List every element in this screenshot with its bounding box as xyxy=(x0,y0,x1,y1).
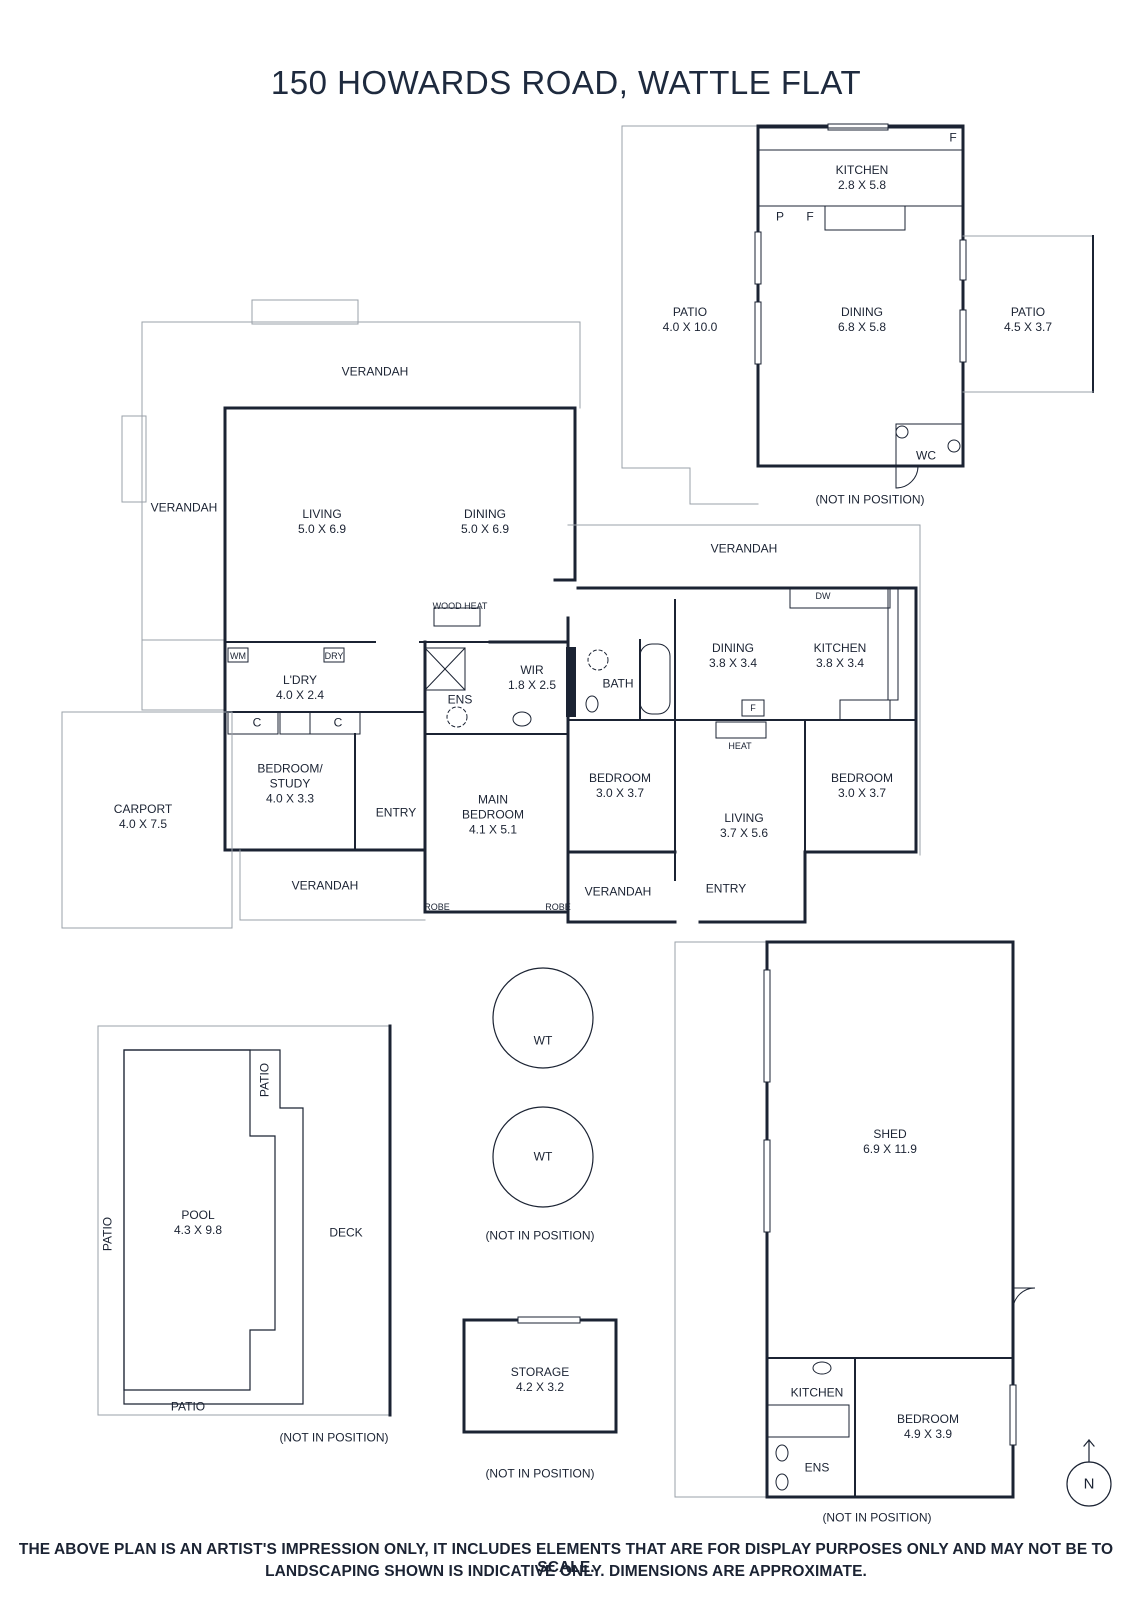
wt-note: (NOT IN POSITION) xyxy=(485,1228,595,1243)
compass-label: N xyxy=(1083,1475,1095,1493)
outbuilding-note: (NOT IN POSITION) xyxy=(815,492,925,507)
disclaimer-line-1: THE ABOVE PLAN IS AN ARTIST'S IMPRESSION… xyxy=(18,1541,1114,1576)
main-house xyxy=(61,299,921,929)
room-label-wt-1: WT xyxy=(533,1033,553,1048)
page-title: 150 HOWARDS ROAD, WATTLE FLAT xyxy=(270,64,862,101)
room-label-wt-2: WT xyxy=(533,1149,553,1164)
room-label-verandah-south-1: VERANDAH xyxy=(291,878,359,893)
pool-area xyxy=(97,1024,392,1417)
room-label-verandah-west: VERANDAH xyxy=(150,500,218,515)
appliance-label-pantry-out: P xyxy=(775,209,785,224)
appliance-label-fridge-out-2: F xyxy=(806,209,814,224)
room-label-deck: DECK xyxy=(329,1225,363,1240)
outbuilding xyxy=(621,123,1094,505)
room-label-patio-pool-bottom: PATIO xyxy=(170,1399,206,1414)
disclaimer-line-2: LANDSCAPING SHOWN IS INDICATIVE ONLY. DI… xyxy=(265,1563,867,1580)
appliance-label-dw: DW xyxy=(815,591,831,601)
room-label-shed-kitchen: KITCHEN xyxy=(790,1385,844,1400)
room-label-robe-2: ROBE xyxy=(545,902,571,912)
room-label-bath: BATH xyxy=(602,676,634,691)
appliance-label-dry: DRY xyxy=(324,651,344,661)
appliance-label-wm: WM xyxy=(230,651,246,661)
room-label-wood-heat: WOOD HEAT xyxy=(432,601,488,611)
storage-note: (NOT IN POSITION) xyxy=(485,1466,595,1481)
room-label-ensuite: ENS xyxy=(447,692,473,707)
room-label-verandah-south-2: VERANDAH xyxy=(584,884,652,899)
shed-note: (NOT IN POSITION) xyxy=(822,1510,932,1525)
room-label-entry-1: ENTRY xyxy=(375,805,417,820)
cupboard-label-1: C xyxy=(252,715,262,730)
water-tank-2 xyxy=(492,1106,594,1208)
cupboard-label-2: C xyxy=(333,715,343,730)
shed xyxy=(674,940,1036,1499)
room-label-robe-1: ROBE xyxy=(424,902,450,912)
room-label-wc-out: WC xyxy=(916,448,936,463)
room-label-verandah-north: VERANDAH xyxy=(341,364,409,379)
room-label-entry-2: ENTRY xyxy=(705,881,747,896)
water-tank-1 xyxy=(492,967,594,1069)
room-label-patio-pool-left: PATIO xyxy=(100,1216,115,1252)
room-label-heat: HEAT xyxy=(728,741,752,751)
room-label-shed-ens: ENS xyxy=(804,1460,830,1475)
north-compass xyxy=(1066,1439,1112,1507)
appliance-label-fridge-out: F xyxy=(949,130,957,145)
pool-note: (NOT IN POSITION) xyxy=(279,1430,389,1445)
appliance-label-fridge-2: F xyxy=(750,703,756,713)
room-label-verandah-east: VERANDAH xyxy=(710,541,778,556)
room-label-patio-pool-top: PATIO xyxy=(257,1062,272,1098)
